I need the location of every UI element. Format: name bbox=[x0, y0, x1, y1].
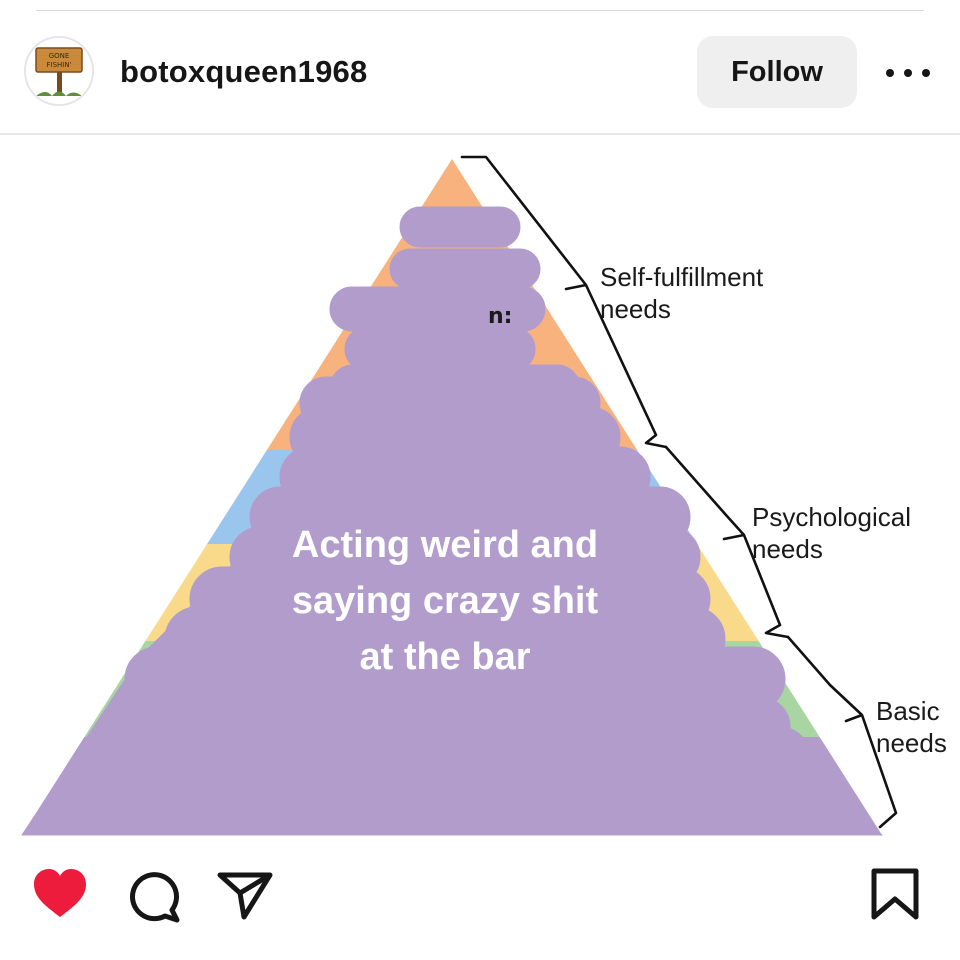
psychological-bracket bbox=[664, 445, 790, 639]
post-header: GONE FISHIN' botoxqueen1968 Follow bbox=[0, 36, 960, 112]
top-divider bbox=[36, 10, 924, 11]
username[interactable]: botoxqueen1968 bbox=[120, 54, 368, 89]
overlay-caption: Acting weird and saying crazy shit at th… bbox=[245, 517, 645, 685]
dot bbox=[904, 69, 912, 77]
label-line: needs bbox=[876, 728, 947, 758]
self-fulfillment-bracket bbox=[460, 155, 668, 449]
basic-label: Basic needs bbox=[876, 695, 947, 759]
avatar[interactable]: GONE FISHIN' bbox=[24, 36, 94, 106]
overlay-line: at the bar bbox=[359, 636, 531, 678]
self-fulfillment-label: Self-fulfillment needs bbox=[600, 261, 763, 325]
visible-fragment: n: bbox=[488, 304, 512, 329]
label-line: needs bbox=[752, 534, 823, 564]
share-icon[interactable] bbox=[216, 865, 276, 925]
label-line: Psychological bbox=[752, 502, 911, 532]
svg-text:FISHIN': FISHIN' bbox=[46, 61, 71, 69]
dot bbox=[886, 69, 894, 77]
dot bbox=[922, 69, 930, 77]
psychological-label: Psychological needs bbox=[752, 501, 911, 565]
brackets bbox=[460, 155, 898, 829]
pyramid-graphic: n: bbox=[21, 155, 898, 836]
action-bar bbox=[0, 865, 960, 935]
follow-button[interactable]: Follow bbox=[697, 36, 857, 108]
bookmark-icon[interactable] bbox=[866, 865, 926, 925]
label-line: needs bbox=[600, 294, 671, 324]
overlay-line: Acting weird and bbox=[291, 524, 599, 566]
more-horizontal-icon[interactable] bbox=[886, 66, 930, 80]
basic-bracket bbox=[786, 635, 898, 829]
label-line: Self-fulfillment bbox=[600, 262, 764, 292]
scribble-overlay bbox=[21, 206, 883, 836]
svg-text:GONE: GONE bbox=[49, 52, 70, 60]
overlay-line: saying crazy shit bbox=[291, 580, 599, 622]
label-line: Basic bbox=[876, 696, 940, 726]
gone-fishin-sign-icon: GONE FISHIN' bbox=[26, 38, 92, 104]
post-image[interactable]: n: Acting weird and saying crazy shit at… bbox=[0, 137, 960, 855]
header-divider bbox=[0, 133, 960, 135]
comment-icon[interactable] bbox=[126, 865, 186, 925]
heart-filled-icon[interactable] bbox=[30, 865, 90, 925]
